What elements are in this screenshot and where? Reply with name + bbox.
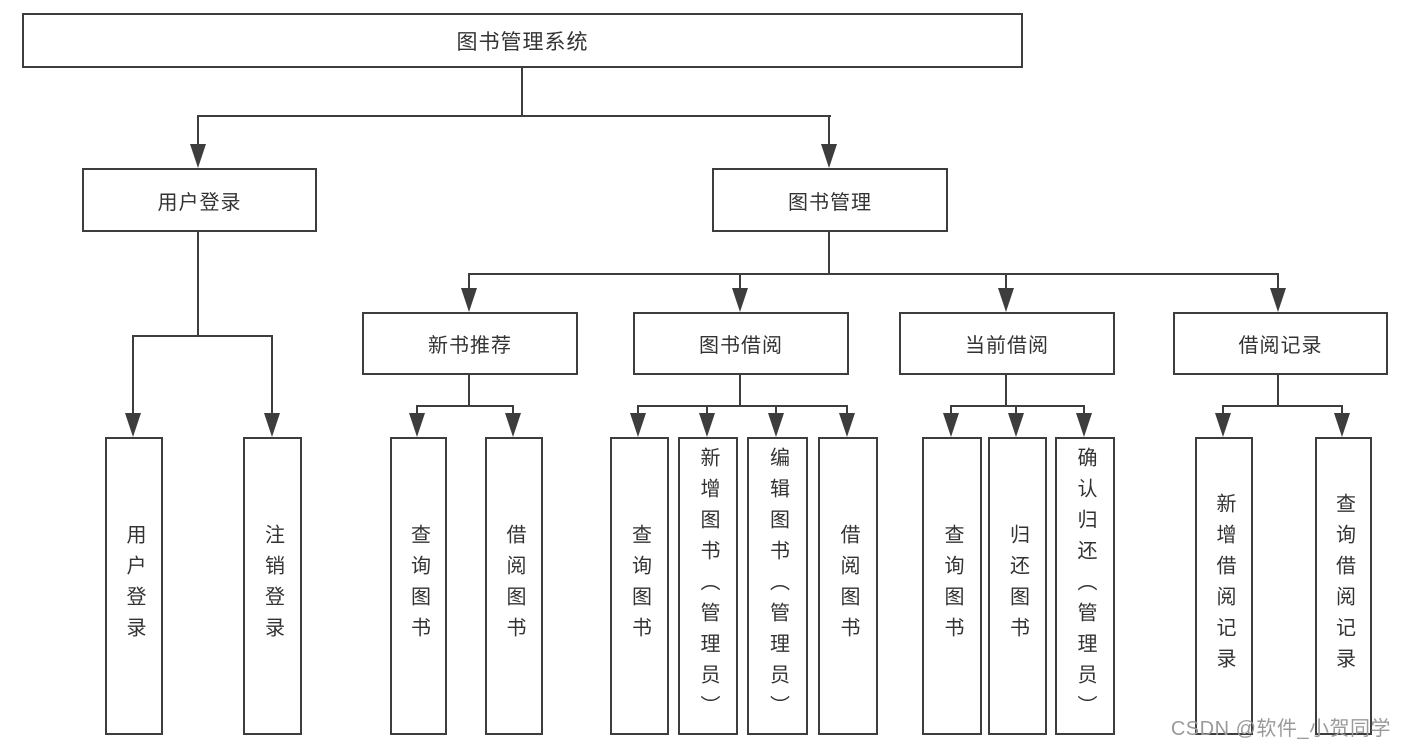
arrowhead-icon <box>505 413 521 437</box>
edge-line <box>1222 405 1224 415</box>
node-label: 查询图书 <box>407 524 430 648</box>
arrowhead-icon <box>630 413 646 437</box>
node-label: 编辑图书（管理员） <box>766 446 789 726</box>
node-label: 用户登录 <box>123 524 145 648</box>
node-label: 新书推荐 <box>428 335 512 357</box>
node-label: 图书借阅 <box>699 335 783 357</box>
edge-line <box>468 273 1279 275</box>
arrowhead-icon <box>699 413 715 437</box>
node-label: 归还图书 <box>1006 524 1029 648</box>
edge-line <box>950 405 1085 407</box>
edge-line <box>1005 273 1007 290</box>
arrowhead-icon <box>943 413 959 437</box>
edge-line <box>637 405 848 407</box>
arrowhead-icon <box>732 288 748 312</box>
arrowhead-icon <box>190 144 206 168</box>
node-current-borrowing: 当前借阅 <box>899 312 1115 375</box>
node-logout: 注销登录 <box>243 437 302 735</box>
edge-line <box>1222 405 1343 407</box>
node-label: 新增借阅记录 <box>1213 493 1235 679</box>
edge-line <box>1277 273 1279 290</box>
node-borrowing-records: 借阅记录 <box>1173 312 1388 375</box>
arrowhead-icon <box>1076 413 1092 437</box>
arrowhead-icon <box>839 413 855 437</box>
node-new-book-recommend: 新书推荐 <box>362 312 578 375</box>
node-label: 注销登录 <box>261 524 284 648</box>
edge-line <box>828 231 830 273</box>
node-return-book: 归还图书 <box>988 437 1047 735</box>
node-label: 图书管理系统 <box>456 30 589 54</box>
arrowhead-icon <box>821 144 837 168</box>
edge-line <box>468 375 470 405</box>
edge-line <box>416 405 514 407</box>
edge-line <box>197 115 199 148</box>
edge-line <box>468 273 470 290</box>
node-label: 借阅图书 <box>503 524 525 648</box>
node-add-book-admin: 新增图书（管理员） <box>678 437 738 735</box>
node-label: 确认归还（管理员） <box>1074 446 1096 726</box>
edge-line <box>512 405 514 415</box>
node-label: 图书管理 <box>788 191 872 214</box>
node-label: 查询借阅记录 <box>1332 493 1355 679</box>
node-borrowing-search-book: 查询图书 <box>610 437 669 735</box>
arrowhead-icon <box>998 288 1014 312</box>
edge-line <box>521 68 523 115</box>
arrowhead-icon <box>768 413 784 437</box>
node-recommend-borrow-book: 借阅图书 <box>485 437 543 735</box>
edge-line <box>828 115 830 148</box>
edge-line <box>739 273 741 290</box>
node-recommend-search-book: 查询图书 <box>390 437 447 735</box>
arrowhead-icon <box>1270 288 1286 312</box>
node-book-borrowing: 图书借阅 <box>633 312 849 375</box>
watermark-text: CSDN @软件_小贺同学 <box>1170 718 1391 740</box>
arrowhead-icon <box>125 413 141 437</box>
node-search-borrow-record: 查询借阅记录 <box>1315 437 1372 735</box>
node-book-management: 图书管理 <box>712 168 948 232</box>
edge-line <box>132 335 134 415</box>
arrowhead-icon <box>409 413 425 437</box>
node-confirm-return-admin: 确认归还（管理员） <box>1055 437 1115 735</box>
edge-line <box>846 405 848 415</box>
edge-line <box>197 115 831 117</box>
arrowhead-icon <box>461 288 477 312</box>
node-login: 用户登录 <box>105 437 163 735</box>
node-borrowing-borrow-book: 借阅图书 <box>818 437 878 735</box>
node-label: 查询图书 <box>628 524 651 648</box>
edge-line <box>271 335 273 415</box>
edge-line <box>950 405 952 415</box>
edge-line <box>1005 375 1007 405</box>
edge-line <box>739 375 741 405</box>
edge-line <box>1277 375 1279 405</box>
arrowhead-icon <box>1215 413 1231 437</box>
node-label: 新增图书（管理员） <box>697 446 719 726</box>
node-label: 查询图书 <box>941 524 963 648</box>
edge-line <box>1083 405 1085 415</box>
node-label: 借阅图书 <box>837 524 859 648</box>
edge-line <box>637 405 639 415</box>
node-label: 借阅记录 <box>1238 335 1323 357</box>
edge-line <box>1015 405 1017 415</box>
arrowhead-icon <box>264 413 280 437</box>
edge-line <box>197 232 199 335</box>
node-edit-book-admin: 编辑图书（管理员） <box>747 437 808 735</box>
node-current-search-book: 查询图书 <box>922 437 982 735</box>
edge-line <box>706 405 708 415</box>
node-add-borrow-record: 新增借阅记录 <box>1195 437 1253 735</box>
arrowhead-icon <box>1334 413 1350 437</box>
edge-line <box>775 405 777 415</box>
edge-line <box>416 405 418 415</box>
edge-line <box>1341 405 1343 415</box>
node-label: 用户登录 <box>157 191 242 214</box>
node-library-system: 图书管理系统 <box>22 13 1023 68</box>
node-label: 当前借阅 <box>965 335 1049 357</box>
node-user-login: 用户登录 <box>82 168 317 232</box>
edge-line <box>132 335 273 337</box>
arrowhead-icon <box>1008 413 1024 437</box>
